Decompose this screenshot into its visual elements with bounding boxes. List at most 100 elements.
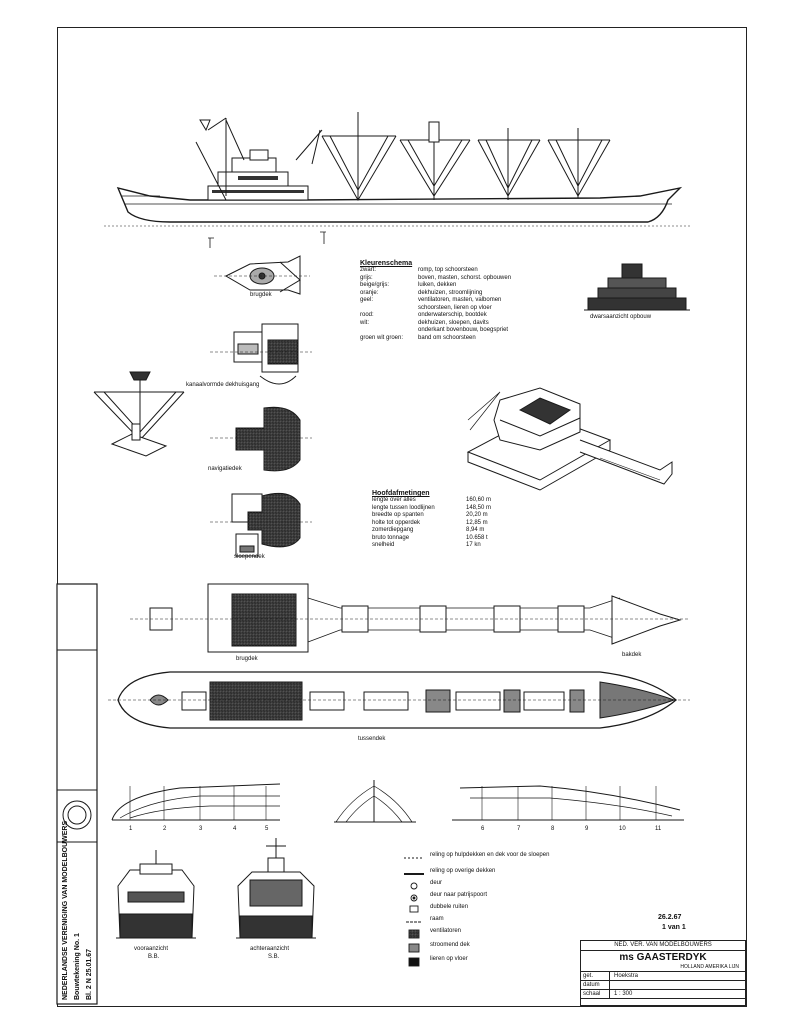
colors-key: rood: — [360, 312, 374, 318]
lines-plan — [111, 780, 684, 823]
drawing-sheet — [57, 27, 747, 1007]
colors-row: geel:ventilatoren, masten, valbomen — [360, 297, 560, 305]
section-navigation — [210, 406, 312, 472]
front-view-left — [116, 850, 196, 939]
dimensions-value: 12,85 m — [466, 519, 488, 526]
colors-row: groen wit groen: band om schoorsteen — [360, 335, 560, 343]
colors-value: band om schoorsteen — [418, 334, 476, 341]
colour-scheme-title: Kleurenschema — [360, 260, 413, 267]
colors-value: onderwaterschip, bootdek — [418, 312, 487, 318]
dimensions-row: holte tot opperdek 12,85 m — [372, 520, 532, 528]
bridge-top-view — [214, 255, 310, 295]
dimensions-row: lengte over alles 160,60 m — [372, 497, 532, 505]
colors-row: oranje:dekhuizen, stroomlijning — [360, 290, 560, 298]
colors-key: zwart: — [360, 267, 377, 273]
dimensions-key: breedte op spanten — [372, 512, 424, 518]
dimensions-value: 8,94 m — [466, 527, 485, 533]
label-front-left: vooraanzicht — [134, 946, 169, 952]
colors-key: groen wit groen: — [360, 334, 404, 341]
title-block-sub: HOLLAND AMERIKA LIJN — [581, 964, 745, 972]
colors-value: boven, masten, schorst. opbouwen — [418, 274, 512, 281]
label-front-left-sub: B.B. — [148, 954, 160, 960]
main-deck-plan — [108, 671, 690, 729]
station-number: 1 — [129, 826, 133, 832]
legend-item: lieren op vloer — [430, 956, 468, 962]
label-bridge-top: brugdek — [250, 292, 272, 298]
colors-key: grijs: — [360, 274, 373, 281]
colors-row: grijs: boven, masten, schorst. opbouwen — [360, 275, 560, 283]
colors-key: beige/grijs: — [360, 282, 390, 288]
dimensions-title: Hoofdafmetingen — [372, 490, 430, 497]
title-block-org: NED. VER. VAN MODELBOUWERS — [581, 941, 745, 951]
legend-item: deur naar patrijspoort — [430, 892, 488, 898]
legend-item: dubbele ruiten — [430, 904, 469, 910]
legend-item: stroomend dek — [430, 942, 470, 948]
sheet-date: 26.2.67 — [658, 914, 682, 921]
label-navigation: navigatiedek — [208, 466, 242, 472]
dimensions-key: lengte over alles — [372, 497, 416, 503]
superstructure-perspective — [466, 387, 673, 491]
title-block: NED. VER. VAN MODELBOUWERS ms GAASTERDYK… — [580, 940, 746, 1006]
colors-value: romp, top schoorsteen — [418, 267, 478, 273]
dimensions-value: 160,60 m — [466, 497, 492, 503]
colour-scheme: Kleurenschema zwart: romp, top schoorstee… — [360, 260, 560, 342]
boat-deck-plan — [130, 583, 690, 653]
title-block-row-key: schaal — [581, 990, 610, 998]
title-block-row: schaal 1 : 300 — [581, 990, 745, 999]
label-forecastle: bakdek — [622, 652, 642, 658]
dimensions-key: zomerdiepgang — [372, 527, 414, 533]
title-block-row-key: get. — [581, 972, 610, 980]
dimensions-value: 148,50 m — [466, 504, 492, 511]
colors-value: dekhuizen, sloepen, davits — [418, 319, 489, 326]
colors-value: luiken, dekken — [418, 282, 457, 288]
dimensions-row: breedte op spanten 20,20 m — [372, 512, 532, 520]
station-number: 2 — [163, 826, 167, 832]
dimensions-row: zomerdiepgang 8,94 m — [372, 527, 532, 535]
label-kingposts: kanaalvormde dekhuisgang — [186, 382, 260, 388]
label-bridgefront: brugdek — [236, 656, 258, 662]
title-block-row: datum — [581, 981, 745, 990]
dimensions-key: snelheid — [372, 542, 395, 548]
station-number: 11 — [655, 826, 662, 832]
legend-item: reling op overige dekken — [430, 868, 496, 874]
station-number: 7 — [517, 826, 521, 832]
colors-key: wit: — [360, 319, 369, 326]
station-number: 8 — [551, 826, 555, 832]
legend-item: reling op hulpdekken en dek voor de sloe… — [430, 852, 550, 858]
section-kingposts — [210, 323, 312, 385]
legend-item: raam — [430, 916, 444, 922]
title-block-row-value: 1 : 300 — [614, 991, 633, 997]
colors-value: dekhuizen, stroomlijning — [418, 289, 483, 296]
title-block-ship: ms GAASTERDYK — [619, 952, 707, 963]
colors-row: wit: dekhuizen, sloepen, davits — [360, 320, 560, 328]
station-number: 5 — [265, 826, 269, 832]
legend-item: ventilatoren — [430, 928, 462, 934]
label-aft-view: dwarsaanzicht opbouw — [590, 314, 652, 320]
colors-key — [360, 305, 418, 313]
colors-key — [360, 327, 418, 335]
dimensions-key: holte tot opperdek — [372, 519, 421, 526]
side-strip-ref: Bl. 2 N 25.01.67 — [86, 949, 93, 1000]
station-number: 4 — [233, 826, 237, 832]
label-hold: tussendek — [358, 736, 386, 742]
main-dimensions: Hoofdafmetingen lengte over alles 160,60 … — [372, 490, 532, 550]
title-block-row: get. Hoekstra — [581, 972, 745, 981]
sheet-page: 1 van 1 — [662, 924, 686, 931]
title-block-row-key: datum — [581, 981, 610, 989]
side-elevation — [104, 112, 690, 248]
dimensions-key: lengte tussen loodlijnen — [372, 504, 435, 511]
dimensions-value: 10.658 t — [466, 534, 488, 541]
side-strip-plan: Bouwtekening No. 1 — [74, 933, 81, 1000]
dimensions-value: 20,20 m — [466, 512, 488, 518]
station-number: 6 — [481, 826, 485, 832]
legend-item: deur — [430, 880, 443, 886]
colors-row: schoorsteen, lieren op vloer — [360, 305, 560, 313]
aft-superstructure-view — [584, 263, 690, 311]
label-boat: sloependek — [234, 554, 265, 560]
dimensions-row: lengte tussen loodlijnen 148,50 m — [372, 505, 532, 513]
label-front-right-sub: S.B. — [268, 954, 280, 960]
title-block-row-value: Hoekstra — [614, 973, 639, 979]
section-boat — [210, 492, 312, 557]
